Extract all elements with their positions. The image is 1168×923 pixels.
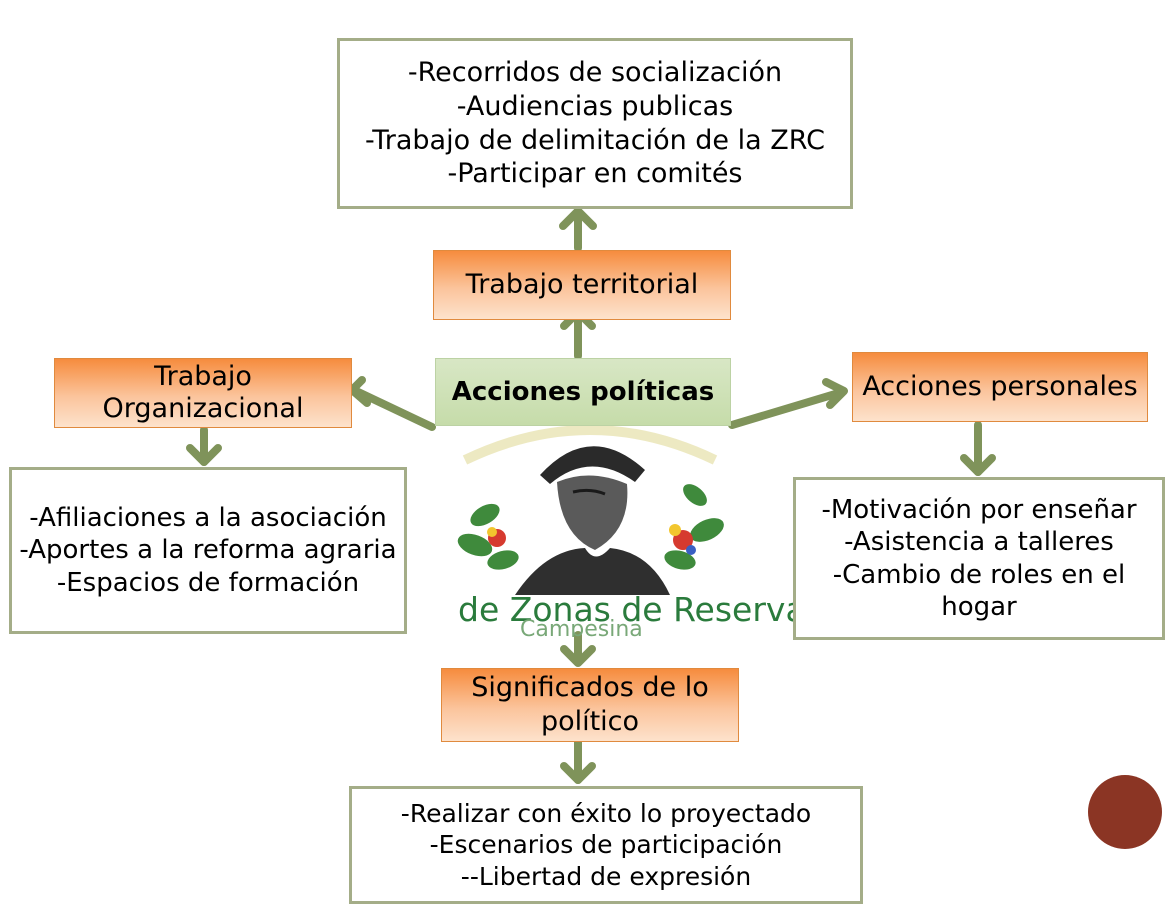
significados-item: -Realizar con éxito lo proyectado xyxy=(400,799,812,829)
significados-details-box: -Realizar con éxito lo proyectado -Escen… xyxy=(349,786,863,904)
center-node: Acciones políticas xyxy=(435,358,731,426)
organizacional-item: -Aportes a la reforma agraria xyxy=(19,535,397,566)
center-node-label: Acciones políticas xyxy=(451,377,715,407)
territorial-item: -Recorridos de socialización xyxy=(407,57,783,88)
organizacional-node-label: Trabajo xyxy=(154,360,252,392)
organizacional-node-label: Organizacional xyxy=(102,393,304,424)
significados-node: Significados de lo político xyxy=(441,668,739,742)
asociacion-logo xyxy=(457,425,724,595)
organizacional-details-box: -Afiliaciones a la asociación -Aportes a… xyxy=(9,467,407,634)
organizacional-node: Trabajo Organizacional xyxy=(54,358,352,428)
territorial-item: -Participar en comités xyxy=(447,158,743,190)
arrow-center-to-organizacional xyxy=(350,386,436,431)
territorial-item: -Trabajo de delimitación de la ZRC xyxy=(364,124,826,156)
significados-node-label: político xyxy=(540,706,640,737)
personales-item: -Asistencia a talleres xyxy=(844,527,1114,557)
personales-item: -Cambio de roles en el xyxy=(832,559,1126,590)
territorial-item: -Audiencias publicas xyxy=(456,90,734,122)
significados-item: --Libertad de expresión xyxy=(460,861,752,891)
territorial-node: Trabajo territorial xyxy=(433,250,731,320)
personales-item: -Motivación por enseñar xyxy=(821,494,1137,525)
significados-node-label: Significados de lo xyxy=(471,672,709,704)
personales-node: Acciones personales xyxy=(852,352,1148,422)
logo-sub-text: Campesina xyxy=(520,617,643,637)
organizacional-item: -Espacios de formación xyxy=(56,567,360,598)
personales-node-label: Acciones personales xyxy=(862,371,1138,403)
decorative-circle xyxy=(1088,775,1162,849)
territorial-node-label: Trabajo territorial xyxy=(465,269,699,301)
logo-main-text: de Zonas de Reserva xyxy=(458,590,806,629)
organizacional-item: -Afiliaciones a la asociación xyxy=(29,502,387,533)
significados-item: -Escenarios de participación xyxy=(429,830,783,860)
arrow-center-to-personales xyxy=(728,388,846,429)
personales-details-box: -Motivación por enseñar -Asistencia a ta… xyxy=(793,477,1165,640)
territorial-details-box: -Recorridos de socialización -Audiencias… xyxy=(337,38,853,209)
personales-item: hogar xyxy=(941,592,1017,622)
